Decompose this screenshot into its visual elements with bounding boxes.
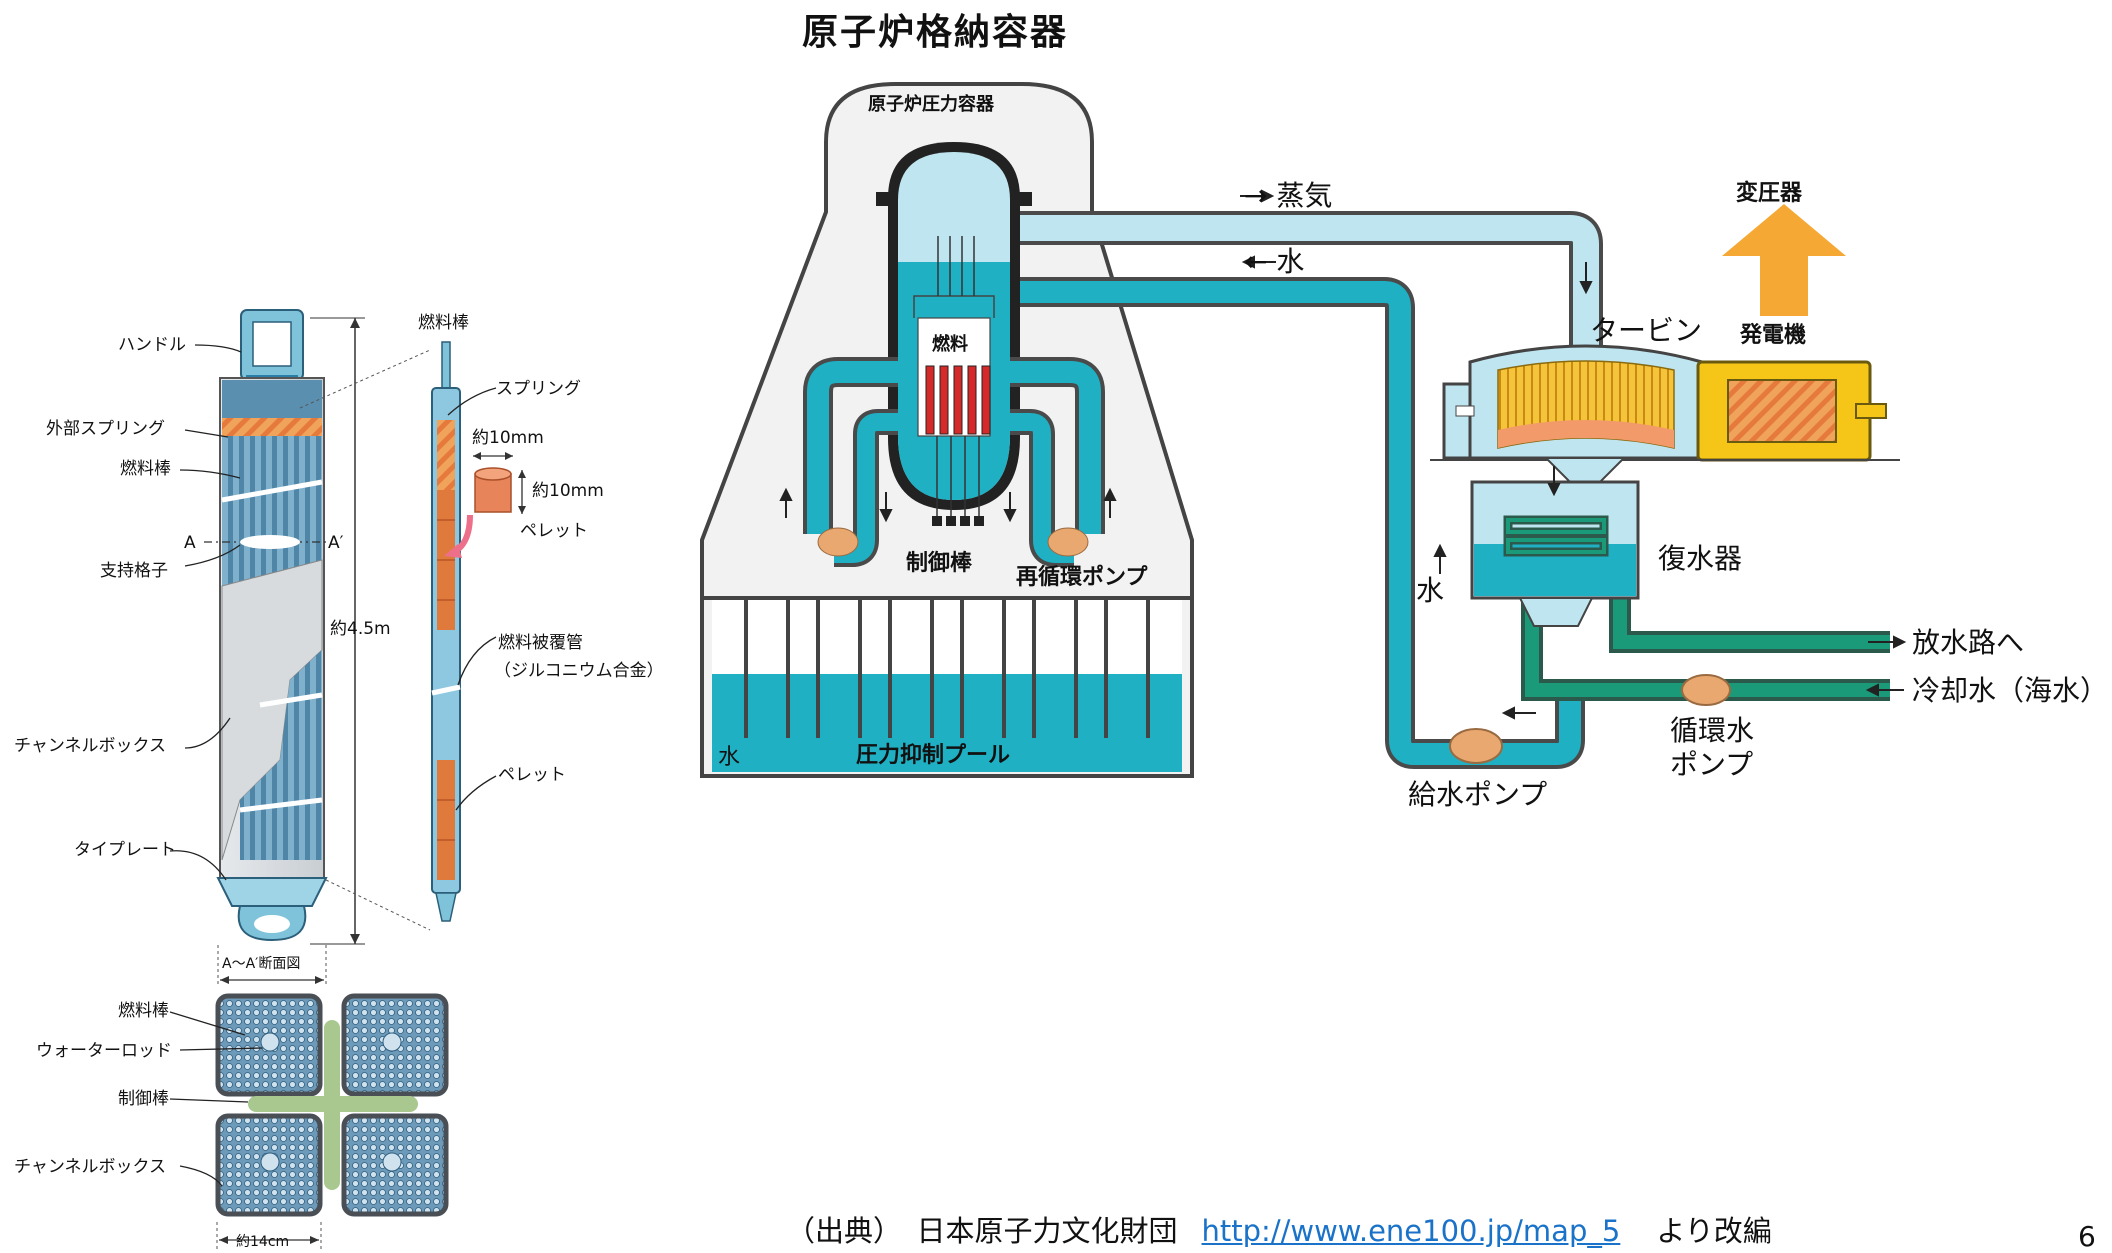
leader-lines	[169, 344, 497, 1187]
fuel-bars	[925, 365, 991, 435]
label-water-up: 水	[1416, 574, 1444, 607]
flow-arrows	[1240, 189, 1276, 269]
label-section-a-prime: A′	[328, 533, 344, 553]
label-pellet: ペレット	[520, 521, 588, 541]
label-pellet-2: ペレット	[498, 765, 566, 785]
label-pressure-vessel: 原子炉圧力容器	[868, 93, 995, 115]
label-cladding-1: 燃料被覆管	[498, 633, 583, 653]
label-height: 約4.5m	[330, 619, 391, 639]
circulating-water-pump	[1681, 674, 1731, 706]
transformer-arrow	[1722, 204, 1846, 316]
label-section-caption: A～A′断面図	[222, 956, 300, 972]
label-outer-spring: 外部スプリング	[46, 419, 165, 439]
label-handle: ハンドル	[118, 335, 186, 355]
source-prefix: （出典） 日本原子力文化財団	[786, 1214, 1178, 1248]
label-recirc-pump: 再循環ポンプ	[1016, 564, 1148, 590]
fuel-rod-detail	[431, 341, 526, 922]
label-generator: 発電機	[1739, 323, 1806, 348]
label-control-rod: 制御棒	[906, 550, 973, 576]
label-feed-pump: 給水ポンプ	[1408, 778, 1547, 811]
plant-labels: 原子炉格納容器 原子炉圧力容器 燃料 制御棒 再循環ポンプ 水 圧力抑制プール …	[718, 12, 2108, 811]
recirc-pump-right	[1047, 527, 1089, 557]
label-cs-channel-box: チャンネルボックス	[14, 1157, 166, 1177]
label-cs-control-rod: 制御棒	[118, 1089, 169, 1109]
source-link[interactable]: http://www.ene100.jp/map_5	[1201, 1214, 1621, 1248]
source-citation: （出典） 日本原子力文化財団 http://www.ene100.jp/map_5…	[786, 1208, 1772, 1250]
label-turbine: タービン	[1590, 314, 1702, 347]
label-water-return: ← 水	[1244, 245, 1304, 278]
label-cladding-2: （ジルコニウム合金）	[494, 661, 664, 681]
cross-section	[215, 993, 449, 1250]
label-spring: スプリング	[496, 379, 581, 399]
label-cooling-water: 冷却水（海水）	[1912, 674, 2108, 707]
label-support-grid: 支持格子	[100, 561, 168, 581]
label-pellet-width: 約10mm	[472, 428, 544, 448]
label-section-a: A	[184, 533, 196, 553]
label-suppression-pool: 圧力抑制プール	[856, 743, 1010, 768]
label-channel-box: チャンネルボックス	[14, 736, 166, 756]
condenser	[1433, 457, 1907, 764]
label-transformer: 変圧器	[1736, 180, 1803, 206]
suppression-pool-water	[712, 674, 1182, 772]
feed-water-pump	[1449, 728, 1503, 764]
label-discharge: 放水路へ	[1912, 626, 2024, 659]
page-number: 6	[2078, 1220, 2096, 1253]
turbine-generator	[1430, 204, 1900, 462]
fuel-assembly	[204, 309, 431, 985]
rod-detail-labels: 燃料棒 スプリング 約10mm 約10mm ペレット 燃料被覆管 （ジルコニウム…	[418, 313, 664, 785]
label-cs-water-rod: ウォーターロッド	[36, 1041, 172, 1061]
title-containment: 原子炉格納容器	[802, 12, 1068, 53]
source-suffix: より改編	[1656, 1214, 1772, 1248]
pressure-vessel	[779, 142, 1117, 567]
fuel-assembly-labels: ハンドル 外部スプリング 燃料棒 A A′ 支持格子 約4.5m チャンネルボッ…	[14, 335, 391, 1250]
label-fuel: 燃料	[932, 333, 968, 355]
label-circ-pump-1: 循環水	[1670, 714, 1754, 747]
label-pellet-height: 約10mm	[532, 481, 604, 501]
label-width: 約14cm	[236, 1234, 289, 1250]
label-pool-water: 水	[718, 745, 740, 770]
label-condenser: 復水器	[1658, 542, 1742, 575]
recirc-pump-left	[817, 527, 859, 557]
label-cs-fuel-rod: 燃料棒	[118, 1001, 169, 1021]
label-rod-title: 燃料棒	[418, 313, 469, 333]
label-steam: → 蒸気	[1244, 179, 1332, 212]
pellet-shape	[474, 473, 512, 513]
cross-section-labels: 燃料棒 ウォーターロッド 制御棒 チャンネルボックス	[14, 1001, 172, 1177]
label-tie-plate: タイプレート	[74, 840, 176, 860]
label-circ-pump-2: ポンプ	[1670, 748, 1753, 781]
label-fuel-rod: 燃料棒	[120, 459, 171, 479]
